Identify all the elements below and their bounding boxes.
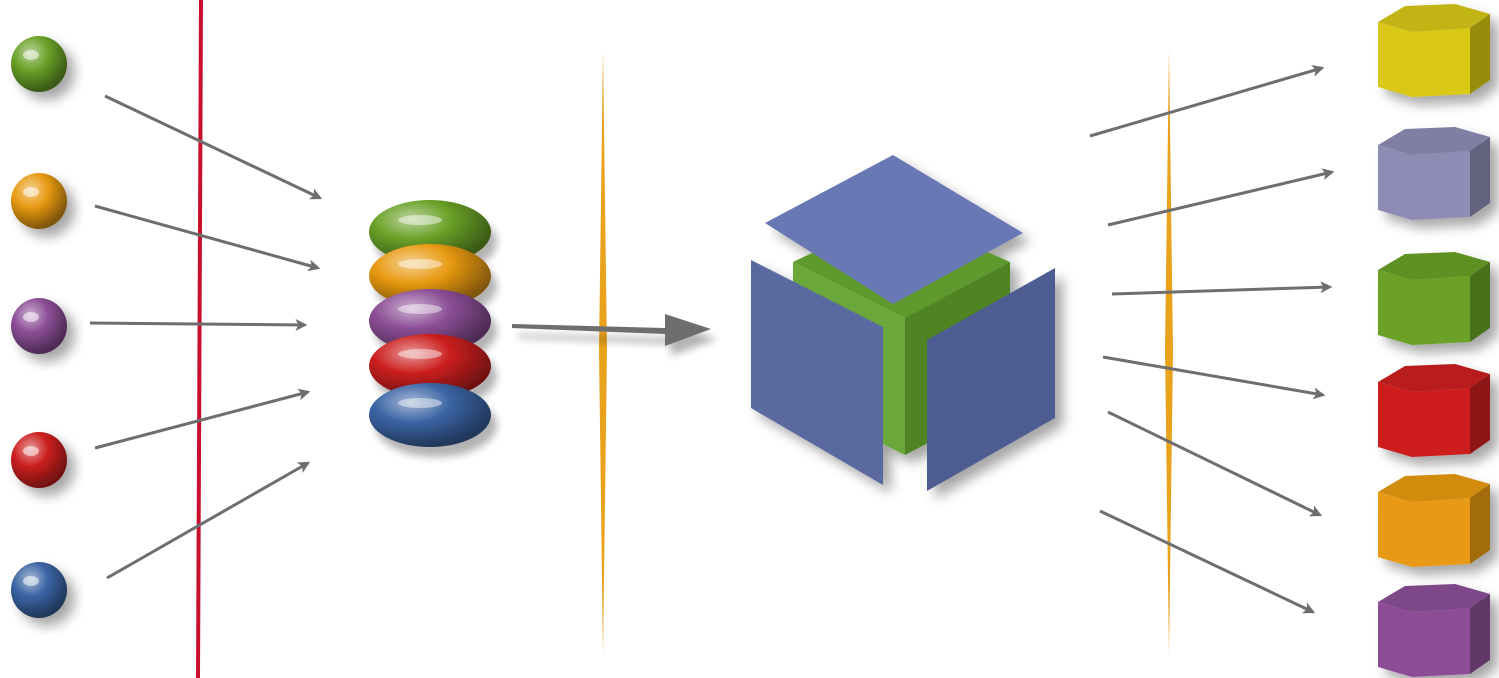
arrow-icon [1107, 168, 1335, 227]
sphere-green [11, 36, 67, 92]
disc-icon [369, 289, 491, 353]
prism-top-purple [1378, 584, 1490, 612]
disc-icon [369, 244, 491, 308]
prism-front-red [1378, 382, 1470, 457]
output-blocks [1378, 4, 1490, 677]
sphere-highlight [23, 312, 39, 322]
prism-side-purple [1470, 594, 1490, 674]
disc-green [369, 200, 491, 264]
prism-front-orange [1378, 492, 1470, 567]
sphere-icon [11, 173, 67, 229]
arrow-icon [94, 204, 321, 272]
hexagonal-prism-icon [1378, 584, 1490, 677]
arrow-icon [1107, 410, 1323, 517]
output-arrows [1089, 64, 1335, 614]
hexagonal-prism-icon [1378, 474, 1490, 567]
disc-highlight [398, 304, 442, 314]
gold-separator-line-1 [599, 50, 607, 655]
arrow-icon [94, 388, 311, 450]
sphere-highlight [23, 50, 39, 60]
input-arrows [89, 94, 323, 580]
prism-top-red [1378, 364, 1490, 392]
disc-highlight [398, 398, 442, 408]
sphere-icon [11, 432, 67, 488]
separators [196, 0, 1173, 678]
prism-side-yellow [1470, 14, 1490, 94]
input-spheres [11, 36, 67, 618]
arrow-icon [1089, 64, 1325, 138]
disc-icon [369, 200, 491, 264]
disc-highlight [398, 259, 442, 269]
arrow-icon [89, 318, 308, 331]
sphere-red [11, 432, 67, 488]
sphere-highlight [23, 576, 39, 586]
prism-side-orange [1470, 484, 1490, 564]
hexagonal-prism-icon [1378, 364, 1490, 457]
disc-icon [369, 383, 491, 447]
sphere-blue [11, 562, 67, 618]
sphere-highlight [23, 187, 39, 197]
sphere-icon [11, 36, 67, 92]
prism-top-green [1378, 252, 1490, 280]
gold-separator-line-2 [1165, 50, 1173, 655]
disc-stack [369, 200, 491, 447]
disc-icon [369, 334, 491, 398]
disc-highlight [398, 215, 442, 225]
arrow-icon [512, 314, 711, 346]
arrow-icon [1102, 355, 1326, 400]
prism-top-lavender [1378, 127, 1490, 155]
prism-top-orange [1378, 474, 1490, 502]
hexagonal-prism-icon [1378, 4, 1490, 97]
cube-icon [751, 155, 1055, 491]
red-separator-line [196, 0, 203, 678]
sphere-icon [11, 298, 67, 354]
cube-panel-right [927, 268, 1055, 491]
cube-panel-top [765, 155, 1023, 304]
disc-purple [369, 289, 491, 353]
arrow-icon [1111, 281, 1333, 296]
stack-to-cube-arrow [512, 314, 711, 346]
prism-top-yellow [1378, 4, 1490, 32]
prism-side-lavender [1470, 137, 1490, 217]
prism-side-green [1470, 262, 1490, 342]
arrow-icon [1099, 509, 1316, 614]
disc-red [369, 334, 491, 398]
disc-blue [369, 383, 491, 447]
sphere-purple [11, 298, 67, 354]
prism-front-yellow [1378, 22, 1470, 97]
sphere-icon [11, 562, 67, 618]
prism-front-lavender [1378, 145, 1470, 220]
cube-panel-left [751, 260, 883, 485]
prism-front-green [1378, 270, 1470, 345]
sphere-orange [11, 173, 67, 229]
disc-highlight [398, 349, 442, 359]
prism-front-purple [1378, 602, 1470, 677]
arrow-icon [106, 461, 311, 580]
hexagonal-prism-icon [1378, 127, 1490, 220]
disc-orange [369, 244, 491, 308]
sphere-highlight [23, 446, 39, 456]
prism-side-red [1470, 374, 1490, 454]
arrow-icon [104, 94, 323, 200]
hexagonal-prism-icon [1378, 252, 1490, 345]
